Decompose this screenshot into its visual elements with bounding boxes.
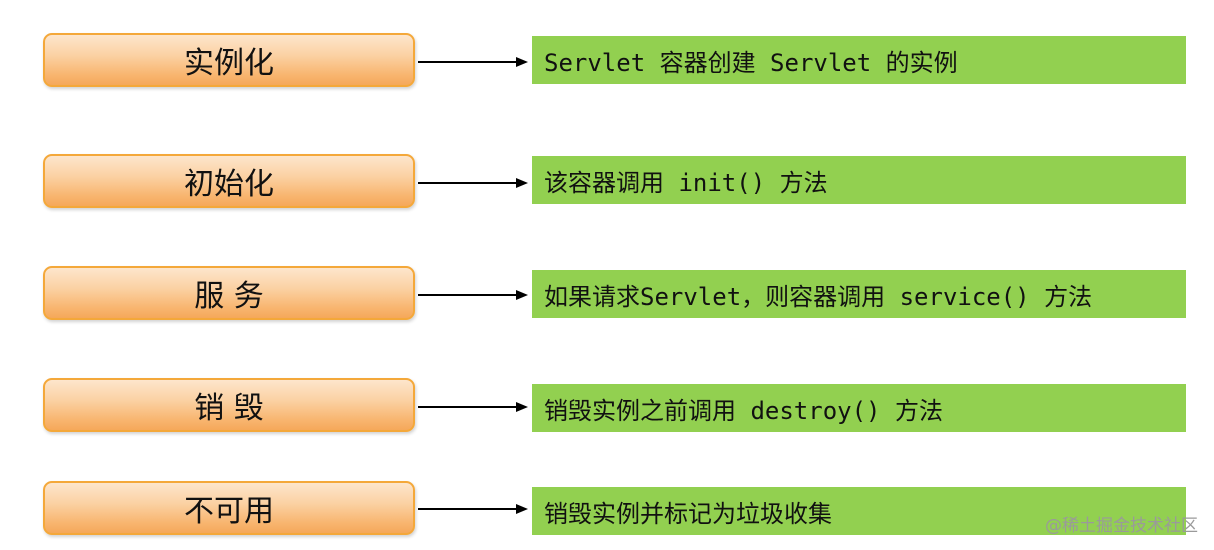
stage-label: 初始化 bbox=[184, 167, 274, 202]
description-box-service: 如果请求Servlet，则容器调用 service() 方法 bbox=[532, 270, 1186, 318]
arrow-connector bbox=[418, 290, 528, 300]
description-text: 销毁实例并标记为垃圾收集 bbox=[544, 499, 832, 528]
description-box-unavailable: 销毁实例并标记为垃圾收集 bbox=[532, 487, 1186, 535]
arrow-connector bbox=[418, 402, 528, 412]
stage-label: 不可用 bbox=[184, 494, 274, 529]
arrow-connector bbox=[418, 178, 528, 188]
description-box-instantiate: Servlet 容器创建 Servlet 的实例 bbox=[532, 36, 1186, 84]
watermark: @稀土掘金技术社区 bbox=[1045, 516, 1198, 536]
description-box-initialize: 该容器调用 init() 方法 bbox=[532, 156, 1186, 204]
arrow-connector bbox=[418, 57, 528, 67]
description-text: 销毁实例之前调用 destroy() 方法 bbox=[544, 396, 943, 425]
arrow-connector bbox=[418, 504, 528, 514]
stage-label: 实例化 bbox=[184, 46, 274, 81]
stage-label: 销 毁 bbox=[194, 391, 264, 426]
description-text: 如果请求Servlet，则容器调用 service() 方法 bbox=[544, 282, 1093, 311]
stage-label: 服 务 bbox=[194, 279, 264, 314]
description-box-destroy: 销毁实例之前调用 destroy() 方法 bbox=[532, 384, 1186, 432]
stage-box-service: 服 务 bbox=[43, 266, 415, 320]
stage-box-instantiate: 实例化 bbox=[43, 33, 415, 87]
stage-box-unavailable: 不可用 bbox=[43, 481, 415, 535]
description-text: Servlet 容器创建 Servlet 的实例 bbox=[544, 48, 958, 77]
stage-box-initialize: 初始化 bbox=[43, 154, 415, 208]
description-text: 该容器调用 init() 方法 bbox=[544, 168, 828, 197]
stage-box-destroy: 销 毁 bbox=[43, 378, 415, 432]
